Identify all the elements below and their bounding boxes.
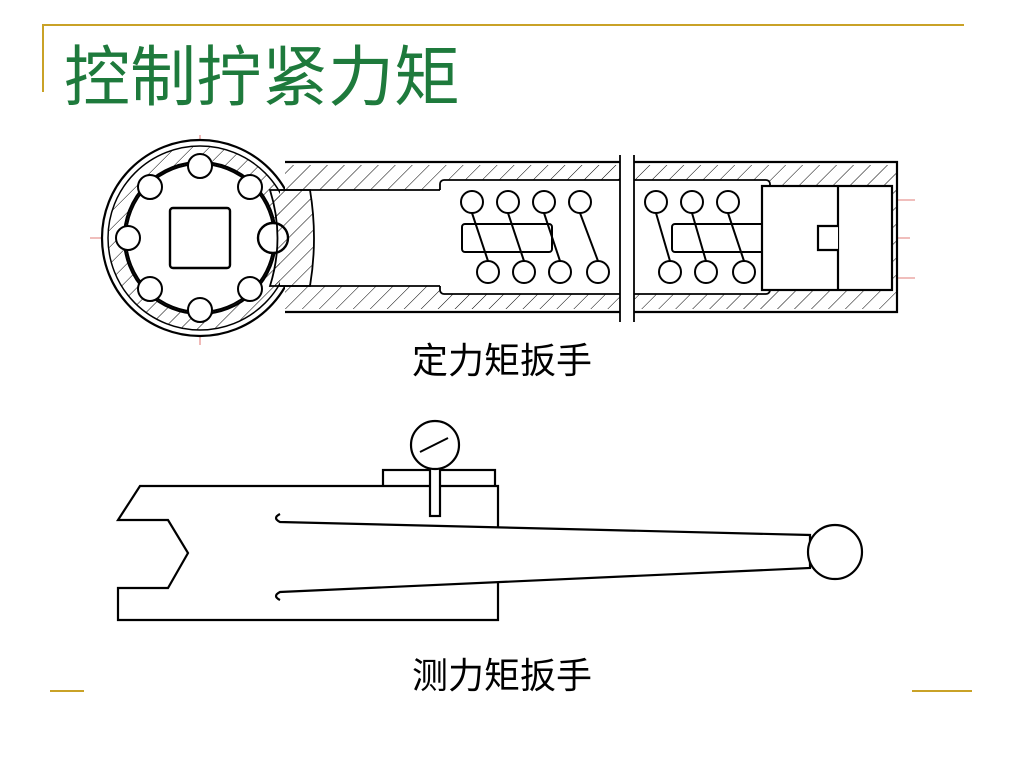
caption-indicating-torque-wrench: 测力矩扳手 — [411, 656, 592, 697]
footer-left-line — [50, 690, 84, 692]
slide-title: 控制拧紧力矩 — [64, 39, 460, 116]
spring-rods — [461, 223, 773, 253]
ball-end — [806, 523, 864, 581]
frame-left-line — [42, 24, 44, 92]
adjusting-screw — [760, 184, 894, 292]
lever-beam — [274, 513, 812, 601]
ratchet-rotor — [115, 153, 290, 323]
footer-right-line — [912, 690, 972, 692]
plunger — [268, 189, 315, 287]
break-lines — [619, 155, 635, 322]
dial-needle — [419, 437, 449, 453]
spring-coils — [460, 190, 756, 284]
caption-preset-torque-wrench: 定力矩扳手 — [411, 341, 592, 382]
frame-top-line — [42, 24, 964, 26]
